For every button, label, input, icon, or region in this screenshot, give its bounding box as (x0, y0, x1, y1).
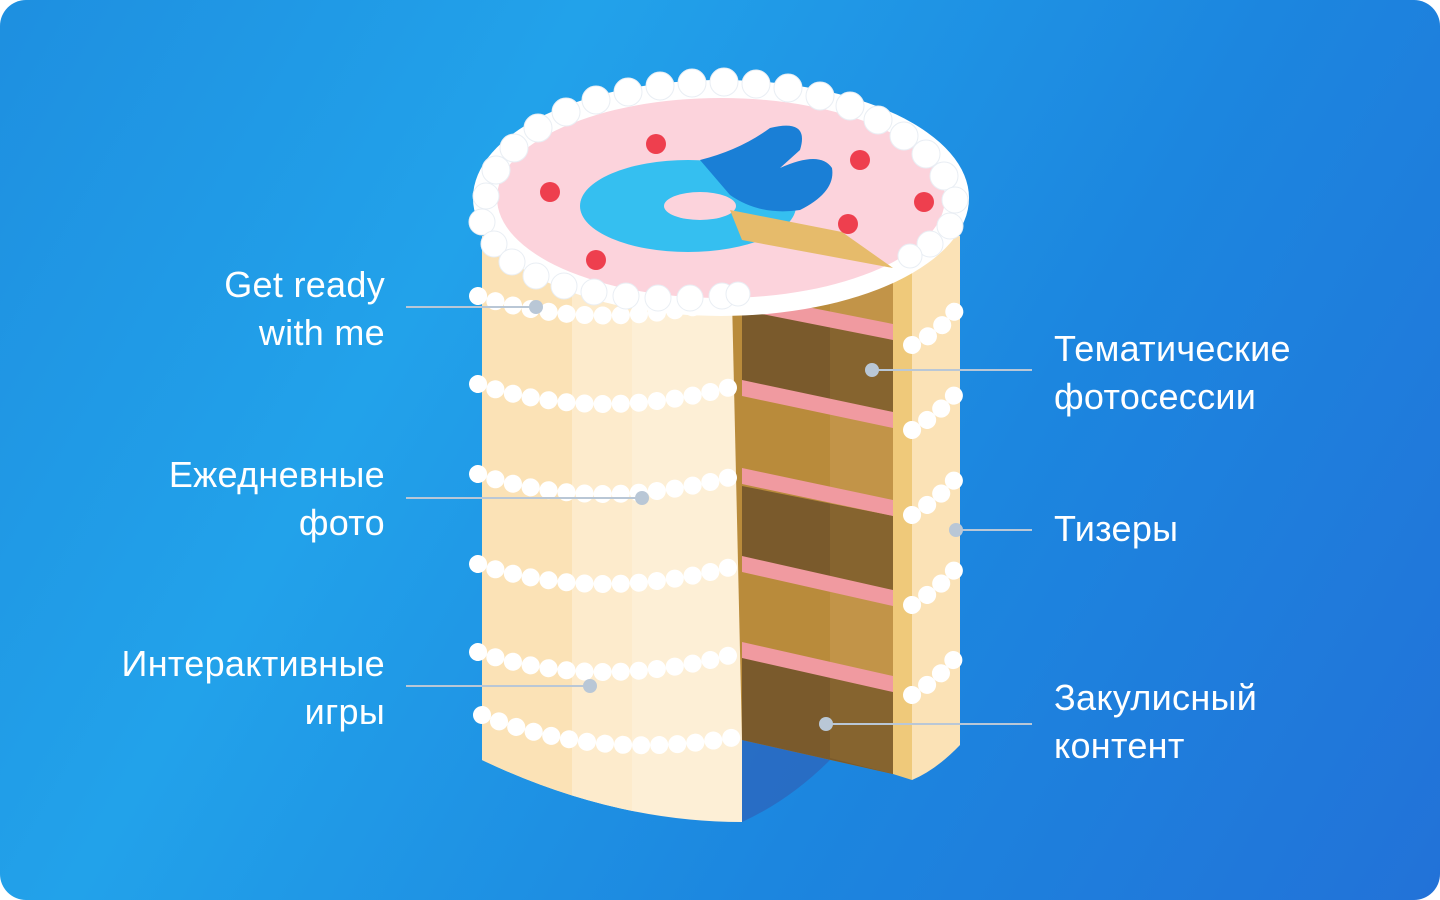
label-daily-photo: Ежедневные фото (169, 451, 385, 547)
label-daily-photo-line2: фото (298, 502, 385, 543)
label-themed-line2: фотосессии (1054, 376, 1257, 417)
label-teasers: Тизеры (1054, 505, 1178, 553)
label-get-ready: Get ready with me (224, 261, 385, 357)
leader-dot-teasers (949, 523, 963, 537)
leader-dot-interactive (583, 679, 597, 693)
logo-ring-inner (664, 192, 736, 220)
logo-wing (700, 125, 833, 212)
label-interactive-games-line2: игры (304, 691, 385, 732)
sprinkles (540, 134, 934, 270)
label-daily-photo-line1: Ежедневные (168, 454, 385, 495)
leader-lines (406, 306, 1032, 725)
cake-cross-section (730, 210, 893, 774)
frosting-rim (468, 67, 969, 312)
leader-dots (529, 300, 963, 731)
leader-dot-get-ready (529, 300, 543, 314)
frosting-spirals (469, 287, 971, 755)
cake-edge-right (893, 242, 912, 780)
label-behind-line1: Закулисный (1054, 677, 1258, 718)
leader-dot-daily-photo (635, 491, 649, 505)
leader-dot-themed (865, 363, 879, 377)
label-themed-line1: Тематические (1054, 328, 1291, 369)
label-get-ready-line1: Get ready (224, 264, 385, 305)
cake-body (482, 236, 742, 822)
label-interactive-games: Интерактивные игры (122, 640, 385, 736)
label-teasers-line1: Тизеры (1054, 508, 1179, 549)
leader-dot-behind (819, 717, 833, 731)
label-interactive-games-line1: Интерактивные (121, 643, 385, 684)
label-behind-scenes: Закулисный контент (1054, 674, 1257, 770)
label-get-ready-line2: with me (258, 312, 385, 353)
slice-cut-top (730, 210, 893, 268)
label-themed-photoshoots: Тематические фотосессии (1054, 325, 1291, 421)
label-behind-line2: контент (1054, 725, 1185, 766)
